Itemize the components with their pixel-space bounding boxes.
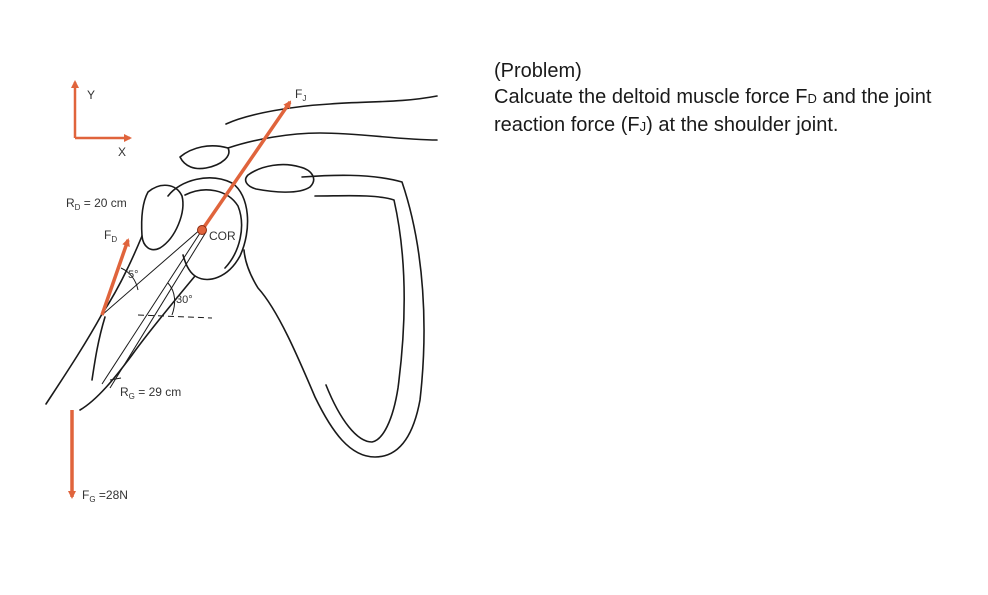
bone-line-art bbox=[45, 95, 438, 458]
problem-fd-subscript: D bbox=[807, 91, 817, 106]
humeral-head-outline bbox=[167, 177, 249, 281]
rg-label: RG = 29 cm bbox=[120, 385, 181, 401]
diagram-labels: RD = 20 cm FD FJ COR 5° 30° RG = 29 cm F… bbox=[66, 87, 306, 504]
cor-label: COR bbox=[209, 229, 236, 243]
horizontal-reference-line bbox=[137, 314, 213, 319]
moment-arm-lines bbox=[101, 227, 213, 389]
angle-5-label: 5° bbox=[128, 269, 139, 281]
humeral-tubercle bbox=[140, 184, 184, 251]
rg-moment-arm-lower bbox=[109, 231, 207, 389]
fj-label: FJ bbox=[295, 87, 306, 103]
fd-label: FD bbox=[104, 228, 117, 244]
humerus-outline-right bbox=[79, 275, 196, 411]
rd-label: RD = 20 cm bbox=[66, 196, 127, 212]
fg-label: FG =28N bbox=[82, 488, 128, 504]
acromion-outline bbox=[179, 145, 230, 170]
rd-moment-arm bbox=[101, 227, 203, 316]
rg-bracket bbox=[109, 377, 122, 381]
angle-30-label: 30° bbox=[176, 294, 193, 306]
humerus-outline-left bbox=[45, 235, 143, 405]
problem-fj-subscript: J bbox=[639, 119, 647, 134]
problem-text-block: (Problem) Calcuate the deltoid muscle fo… bbox=[494, 58, 964, 140]
fd-force-arrow bbox=[100, 238, 130, 316]
problem-statement-part3: ) at the shoulder joint. bbox=[646, 114, 839, 136]
cor-point bbox=[197, 225, 207, 235]
force-arrows bbox=[68, 100, 292, 499]
coordinate-axes: Y X bbox=[71, 80, 132, 159]
humeral-head-inner bbox=[184, 189, 243, 269]
y-axis-label: Y bbox=[87, 88, 95, 102]
problem-statement: Calcuate the deltoid muscle force FD and… bbox=[494, 84, 964, 140]
angle-5-arc bbox=[120, 267, 139, 291]
fj-force-arrow bbox=[200, 100, 292, 231]
problem-statement-part2: and the joint reaction force (F bbox=[494, 86, 932, 136]
x-axis-label: X bbox=[118, 145, 126, 159]
problem-statement-part1: Calcuate the deltoid muscle force F bbox=[494, 86, 808, 108]
problem-heading: (Problem) bbox=[494, 60, 582, 82]
humerus-shaft-line bbox=[91, 316, 106, 381]
clavicle-outline bbox=[225, 95, 438, 149]
scapula-outline bbox=[243, 174, 425, 458]
angle-30-arc bbox=[167, 282, 176, 316]
scapula-inner-outline bbox=[314, 194, 406, 443]
rg-moment-arm-upper bbox=[101, 229, 203, 385]
coracoid-outline bbox=[244, 163, 315, 193]
